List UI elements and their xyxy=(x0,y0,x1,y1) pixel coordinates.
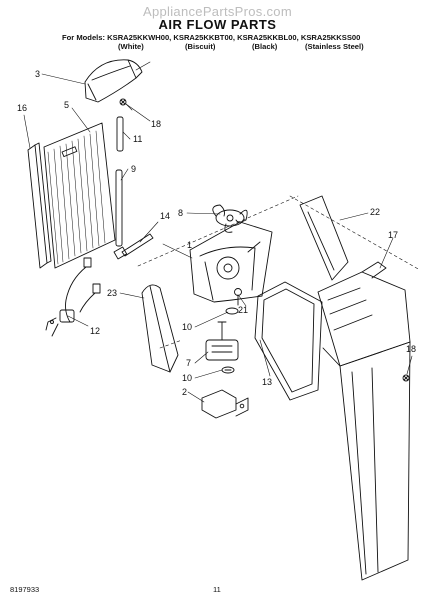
doc-number: 8197933 xyxy=(10,585,40,594)
part-10-washer-top xyxy=(225,307,239,315)
part-17-rear-panel xyxy=(317,261,411,367)
part-11-foam xyxy=(116,116,124,152)
part-1-fan-shroud xyxy=(189,221,273,303)
watermark: AppliancePartsPros.com xyxy=(143,4,292,19)
part-2-bracket xyxy=(201,389,249,419)
part-18-screw-top xyxy=(119,98,133,111)
callout-11: 11 xyxy=(133,134,142,144)
variant-biscuit: (Biscuit) xyxy=(185,42,216,51)
callout-18-right: 18 xyxy=(406,344,416,354)
callout-8: 8 xyxy=(178,208,183,218)
callout-2: 2 xyxy=(182,387,187,397)
callout-12: 12 xyxy=(90,326,100,336)
part-18-screw-right xyxy=(402,374,410,382)
part-21-grommet xyxy=(234,288,242,306)
callout-13: 13 xyxy=(262,377,272,387)
callout-16: 16 xyxy=(17,103,27,113)
callout-23: 23 xyxy=(107,288,117,298)
callout-9: 9 xyxy=(131,164,136,174)
part-8-fan-blade xyxy=(212,204,248,233)
callout-22: 22 xyxy=(370,207,380,217)
part-12-wire-harness xyxy=(45,257,101,337)
callout-7: 7 xyxy=(186,358,191,368)
cabinet-outline xyxy=(137,195,421,349)
callout-18-top: 18 xyxy=(151,119,161,129)
callout-10-lower: 10 xyxy=(182,373,192,383)
callout-10-upper: 10 xyxy=(182,322,192,332)
callout-3: 3 xyxy=(35,69,40,79)
callout-labels: 1 2 3 5 7 8 9 10 10 11 12 13 14 16 17 18… xyxy=(17,69,416,397)
part-23-side-duct xyxy=(141,284,179,373)
models-line: For Models: KSRA25KKWH00, KSRA25KKBT00, … xyxy=(62,33,361,42)
callout-1: 1 xyxy=(187,240,192,250)
variant-white: (White) xyxy=(118,42,144,51)
callout-21: 21 xyxy=(238,305,248,315)
part-7-fan-motor xyxy=(205,321,239,361)
part-13-gasket xyxy=(254,281,323,401)
variant-stainless: (Stainless Steel) xyxy=(305,42,364,51)
page-title: AIR FLOW PARTS xyxy=(158,17,277,32)
callout-5: 5 xyxy=(64,100,69,110)
leader-lines xyxy=(23,73,413,403)
part-10-washer-bottom xyxy=(221,366,235,374)
rear-duct-panel xyxy=(339,341,411,581)
part-16-seal-strip xyxy=(27,142,52,269)
part-5-evaporator-grille xyxy=(43,122,116,269)
part-3-top-duct xyxy=(84,59,151,103)
part-14-thermistor xyxy=(113,233,154,260)
callout-17: 17 xyxy=(388,230,398,240)
variant-black: (Black) xyxy=(252,42,278,51)
part-9-foam xyxy=(115,169,123,247)
callout-14: 14 xyxy=(160,211,170,221)
page-number: 11 xyxy=(213,585,221,594)
part-22-right-duct xyxy=(299,195,349,281)
